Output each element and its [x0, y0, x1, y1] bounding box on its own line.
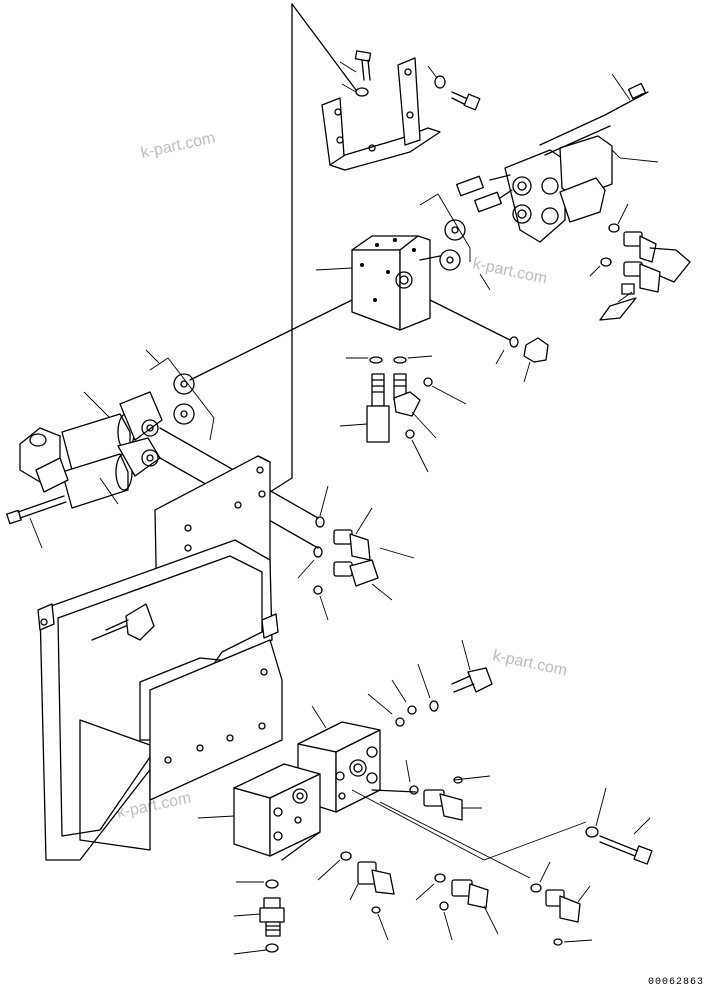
elbow-fitting	[599, 231, 691, 321]
valve-block	[315, 235, 431, 331]
watermark: k-part.com	[491, 647, 568, 679]
o-ring	[589, 203, 629, 277]
elbow-fitting	[349, 861, 395, 901]
o-ring	[367, 663, 439, 727]
elbow-fitting	[333, 507, 415, 601]
elbow-fitting	[545, 885, 591, 923]
support-frame	[37, 539, 283, 861]
o-ring	[346, 355, 433, 364]
o-ring	[297, 485, 329, 621]
o-ring	[236, 879, 279, 889]
bolt	[451, 91, 481, 111]
o-ring	[317, 759, 551, 941]
manifold-block	[197, 763, 321, 857]
o-ring	[405, 377, 467, 473]
o-ring	[371, 906, 593, 946]
o-ring	[233, 943, 279, 955]
straight-fitting	[339, 373, 390, 443]
bolt	[339, 50, 372, 81]
watermark: k-part.com	[139, 130, 216, 162]
solenoid-valve	[19, 391, 163, 509]
washer	[341, 83, 369, 97]
drawing-code: 00062863	[648, 977, 704, 988]
washer	[427, 65, 446, 89]
bolt	[6, 495, 67, 549]
straight-fitting	[451, 879, 499, 935]
plug	[429, 299, 549, 383]
elbow-fitting	[393, 373, 437, 439]
reference-line	[269, 3, 357, 493]
straight-fitting	[233, 897, 285, 937]
solenoid-valve	[504, 73, 659, 243]
connector-plug	[456, 174, 513, 213]
washer	[419, 193, 491, 291]
mounting-bracket	[321, 57, 441, 171]
watermark: k-part.com	[471, 255, 548, 287]
elbow-fitting	[423, 775, 491, 821]
washer	[585, 787, 607, 838]
washer	[145, 349, 215, 441]
bolt	[451, 639, 493, 693]
bolt	[599, 817, 653, 865]
